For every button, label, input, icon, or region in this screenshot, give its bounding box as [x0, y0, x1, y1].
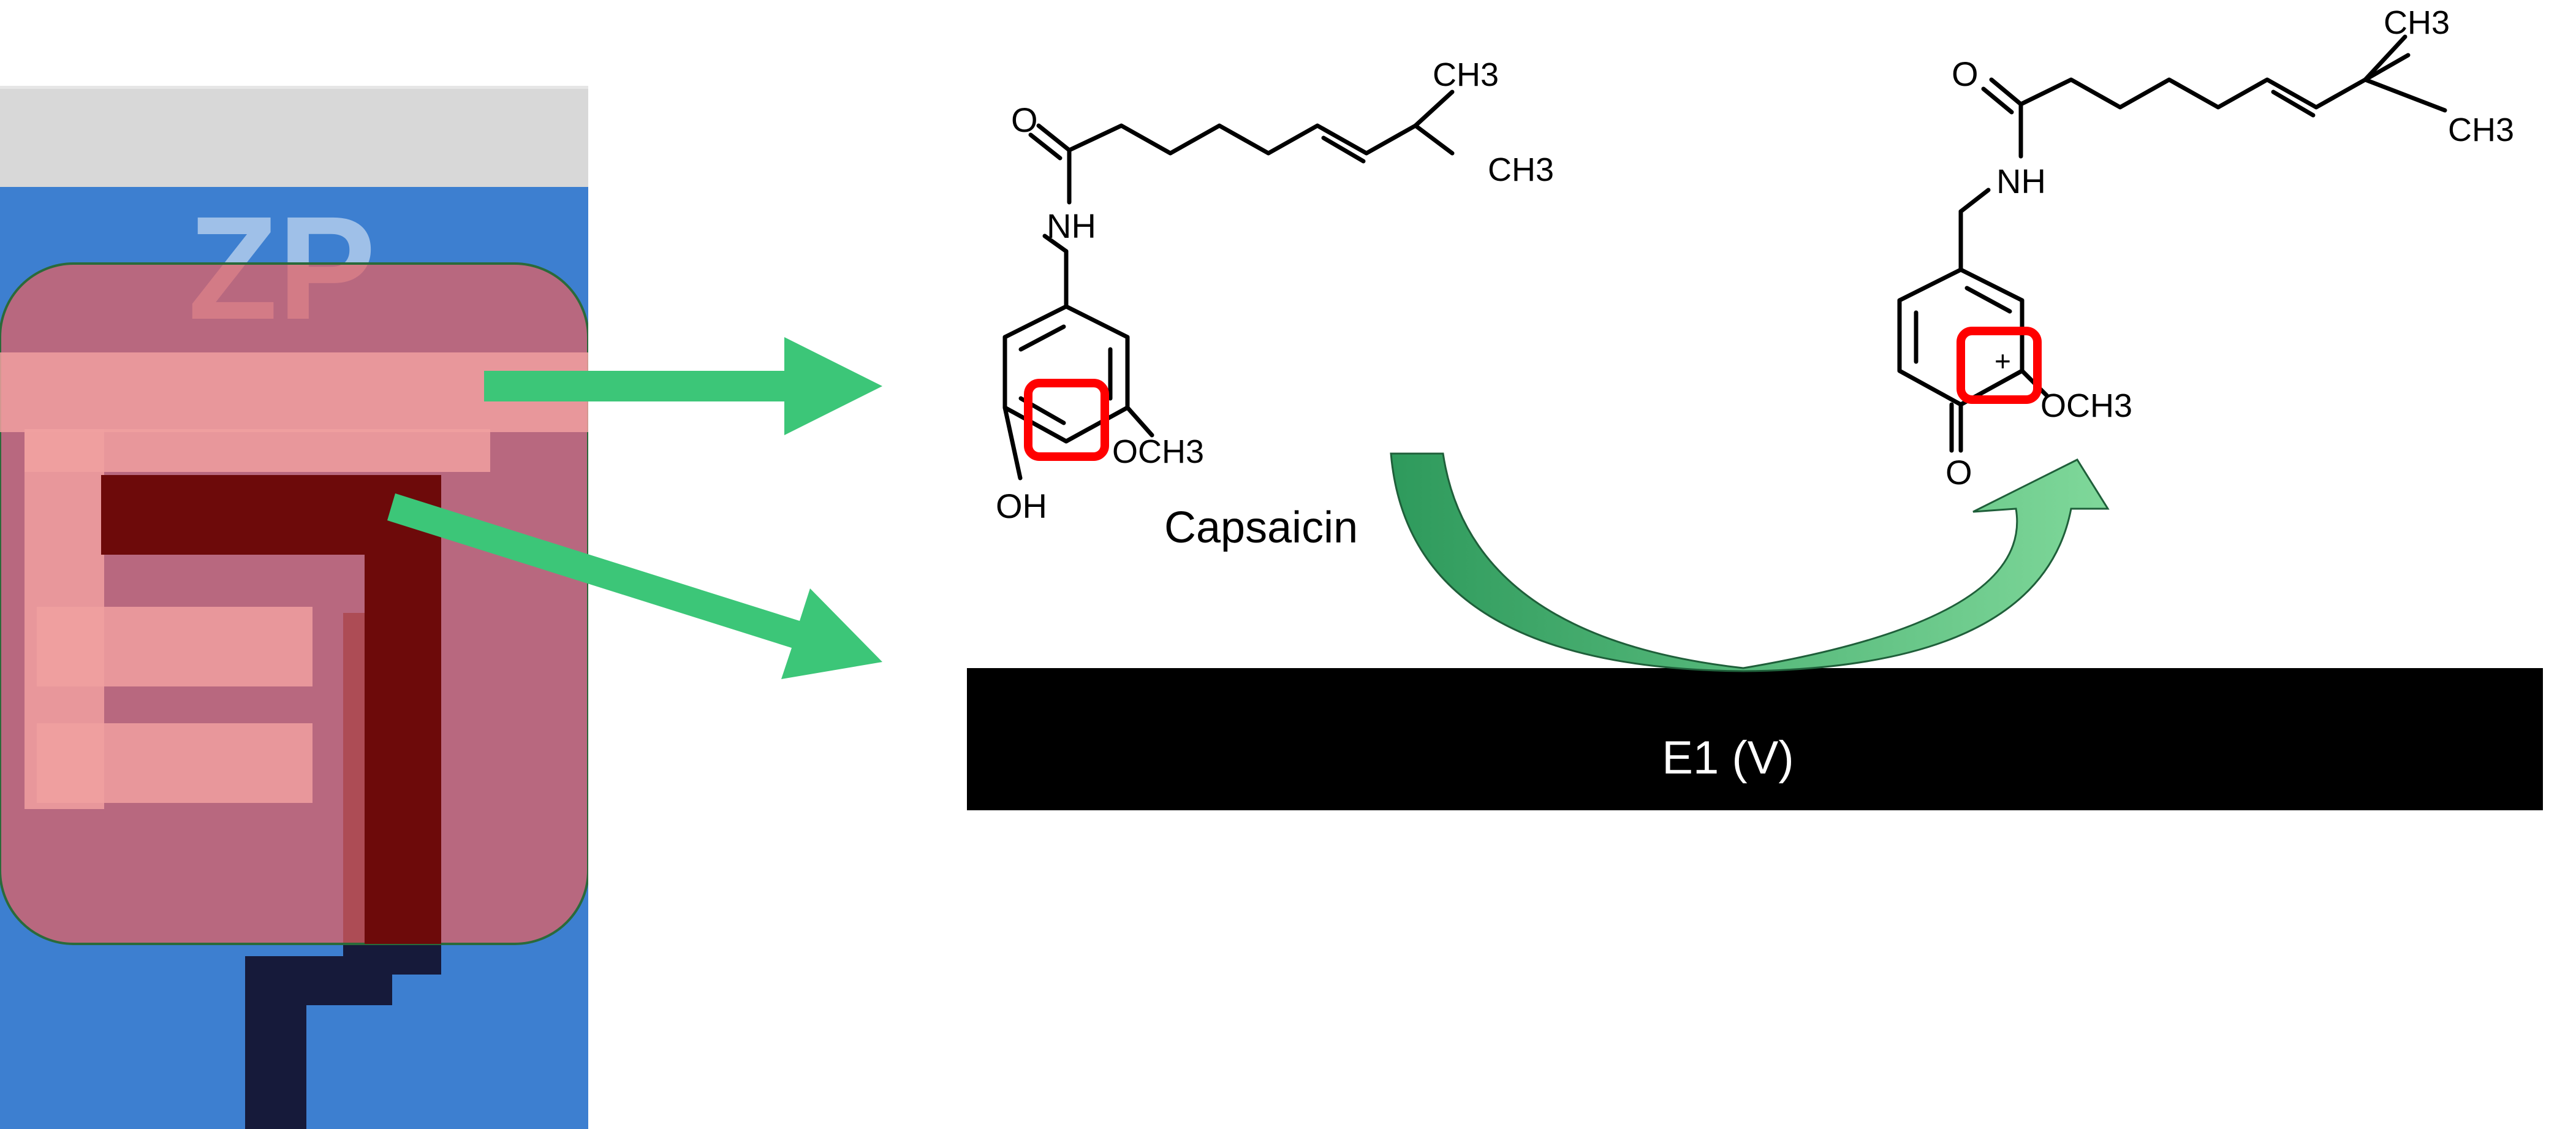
reactant-methyl-bottom: CH3 — [1488, 151, 1554, 188]
molecule-name-label: Capsaicin — [1164, 503, 1358, 552]
reactant-methyl-top: CH3 — [1433, 56, 1499, 93]
product-methoxy: OCH3 — [2040, 387, 2132, 424]
product-methyl-bottom: CH3 — [2448, 112, 2514, 148]
oxidized-product-structure — [1897, 34, 2447, 453]
product-highlight-box — [1957, 327, 2042, 404]
product-carbonyl-o: O — [1952, 55, 1979, 93]
oxidation-curved-arrow — [1390, 452, 2110, 672]
electrode-bar — [967, 668, 2543, 810]
capsaicin-structure — [1002, 89, 1455, 481]
reactant-hydroxyl: OH — [996, 487, 1047, 525]
product-methyl-top: CH3 — [2384, 4, 2450, 41]
arrow-to-molecule — [484, 337, 882, 435]
reactant-amide-nh: NH — [1047, 207, 1096, 245]
reactant-carbonyl-o: O — [1011, 101, 1038, 139]
product-ring-oxygen: O — [1945, 453, 1972, 492]
reactant-methoxy: OCH3 — [1112, 433, 1204, 470]
product-charge: + — [1995, 345, 2011, 377]
counter-electrode-pattern — [0, 352, 588, 809]
electrode-label: E1 (V) — [1662, 732, 1794, 784]
arrow-to-electrode — [387, 493, 882, 679]
sensor-strip-photo: ZP — [0, 86, 588, 1129]
reactant-highlight-box — [1024, 379, 1109, 461]
product-amide-nh: NH — [1996, 162, 2046, 200]
